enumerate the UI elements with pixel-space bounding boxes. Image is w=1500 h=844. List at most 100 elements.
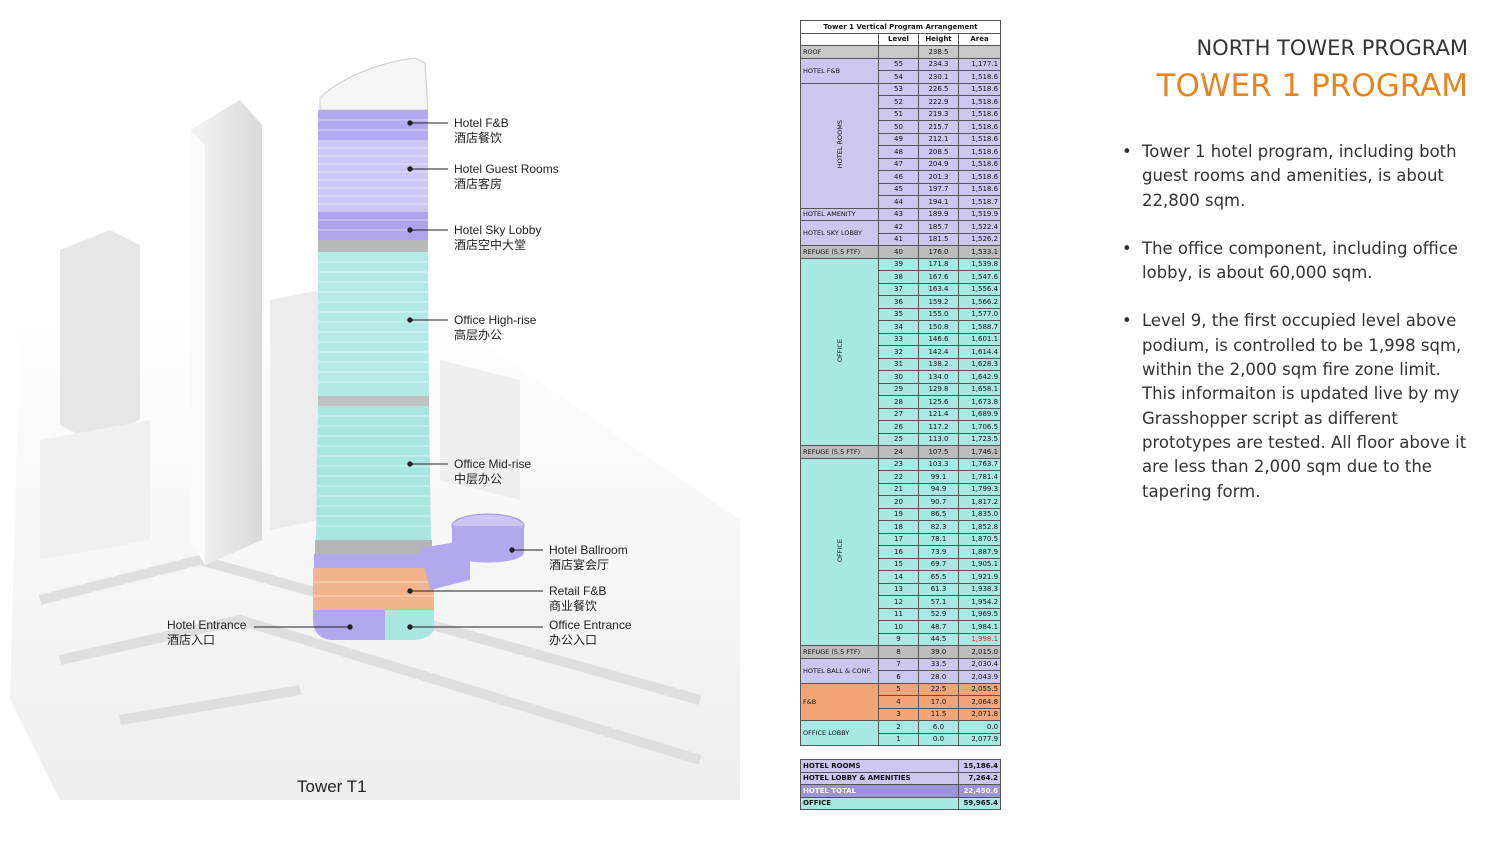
cell-height: 69.7	[918, 557, 959, 571]
cell-area: 1,518.6	[957, 157, 1002, 171]
cell-level: 16	[878, 545, 919, 559]
roof-level	[878, 45, 919, 59]
header-area: Area	[957, 32, 1002, 46]
cell-area: 1,642.9	[957, 370, 1002, 384]
cell-area: 1,706.5	[957, 420, 1002, 434]
band-refuge-upper	[318, 240, 428, 252]
callout-cn: 酒店餐饮	[454, 131, 503, 145]
cell-height: 134.0	[918, 370, 959, 384]
cell-height: 159.2	[918, 295, 959, 309]
cell-area: 2,015.0	[957, 645, 1002, 659]
cell-area: 1,723.5	[957, 432, 1002, 446]
band-office-mid	[316, 406, 431, 540]
cell-area: 1,518.6	[957, 95, 1002, 109]
cell-level: 29	[878, 382, 919, 396]
zone-label: REFUGE (5.5 FTF)	[800, 645, 879, 659]
cell-height: 28.0	[918, 670, 959, 684]
cell-level: 1	[878, 732, 919, 746]
callout-cn: 商业餐饮	[549, 599, 598, 613]
cell-area: 1,518.6	[957, 107, 1002, 121]
summary-value: 22,450.6	[958, 784, 1001, 798]
cell-height: 150.8	[918, 320, 959, 334]
cell-height: 146.6	[918, 332, 959, 346]
tower-caption: Tower T1	[297, 777, 367, 796]
cell-level: 15	[878, 557, 919, 571]
callout-hotel-ballroom: Hotel Ballroom 酒店宴会厅	[549, 543, 628, 573]
cell-height: 185.7	[918, 220, 959, 234]
cell-level: 8	[878, 645, 919, 659]
cell-level: 18	[878, 520, 919, 534]
cell-area: 1,887.9	[957, 545, 1002, 559]
table-title: Tower 1 Vertical Program Arrangement	[799, 20, 1002, 34]
cell-height: 181.5	[918, 232, 959, 246]
leader-lines	[254, 120, 543, 630]
cell-level: 53	[878, 82, 919, 96]
cell-area: 2,064.8	[957, 695, 1002, 709]
band-ballroom-conf	[314, 554, 434, 568]
table-row-roof: ROOF 238.5	[800, 45, 1002, 59]
cell-area: 2,030.4	[957, 657, 1002, 671]
cell-level: 47	[878, 157, 919, 171]
callout-en: Office High-rise	[454, 313, 537, 327]
cell-height: 230.1	[918, 70, 959, 84]
cell-level: 2	[878, 720, 919, 734]
cell-area: 1,954.2	[957, 595, 1002, 609]
cell-height: 208.5	[918, 145, 959, 159]
cell-level: 23	[878, 457, 919, 471]
callout-cn: 酒店宴会厅	[549, 558, 610, 572]
cell-height: 121.4	[918, 407, 959, 421]
header-level: Level	[878, 32, 919, 46]
cell-height: 33.5	[918, 657, 959, 671]
cell-level: 50	[878, 120, 919, 134]
cell-area: 2,043.9	[957, 670, 1002, 684]
header-zone	[800, 32, 879, 46]
cell-level: 49	[878, 132, 919, 146]
cell-level: 21	[878, 482, 919, 496]
bullet-item: The office component, including office l…	[1122, 237, 1472, 286]
bullet-item: Level 9, the first occupied level above …	[1122, 309, 1472, 503]
cell-area: 1,781.4	[957, 470, 1002, 484]
cell-area: 1,519.9	[957, 207, 1002, 221]
cell-level: 13	[878, 582, 919, 596]
summary-label: HOTEL LOBBY & AMENITIES	[800, 771, 959, 785]
callout-en: Office Entrance	[549, 618, 632, 632]
cell-height: 65.5	[918, 570, 959, 584]
cell-area: 1,518.6	[957, 132, 1002, 146]
cell-level: 35	[878, 307, 919, 321]
cell-area: 1,984.1	[957, 620, 1002, 634]
cell-area: 1,628.3	[957, 357, 1002, 371]
cell-area: 1,518.6	[957, 82, 1002, 96]
band-hotel-sky-lobby	[318, 212, 428, 240]
cell-area: 1,526.2	[957, 232, 1002, 246]
cell-area: 2,077.9	[957, 732, 1002, 746]
cell-area: 1,746.1	[957, 445, 1002, 459]
cell-height: 176.0	[918, 245, 959, 259]
cell-height: 204.9	[918, 157, 959, 171]
cell-height: 197.7	[918, 182, 959, 196]
cell-level: 39	[878, 257, 919, 271]
program-table: Tower 1 Vertical Program Arrangement Lev…	[799, 20, 1002, 746]
cell-height: 201.3	[918, 170, 959, 184]
zone-label: REFUGE (5.5 FTF)	[800, 445, 879, 459]
cell-level: 41	[878, 232, 919, 246]
cell-level: 9	[878, 632, 919, 646]
